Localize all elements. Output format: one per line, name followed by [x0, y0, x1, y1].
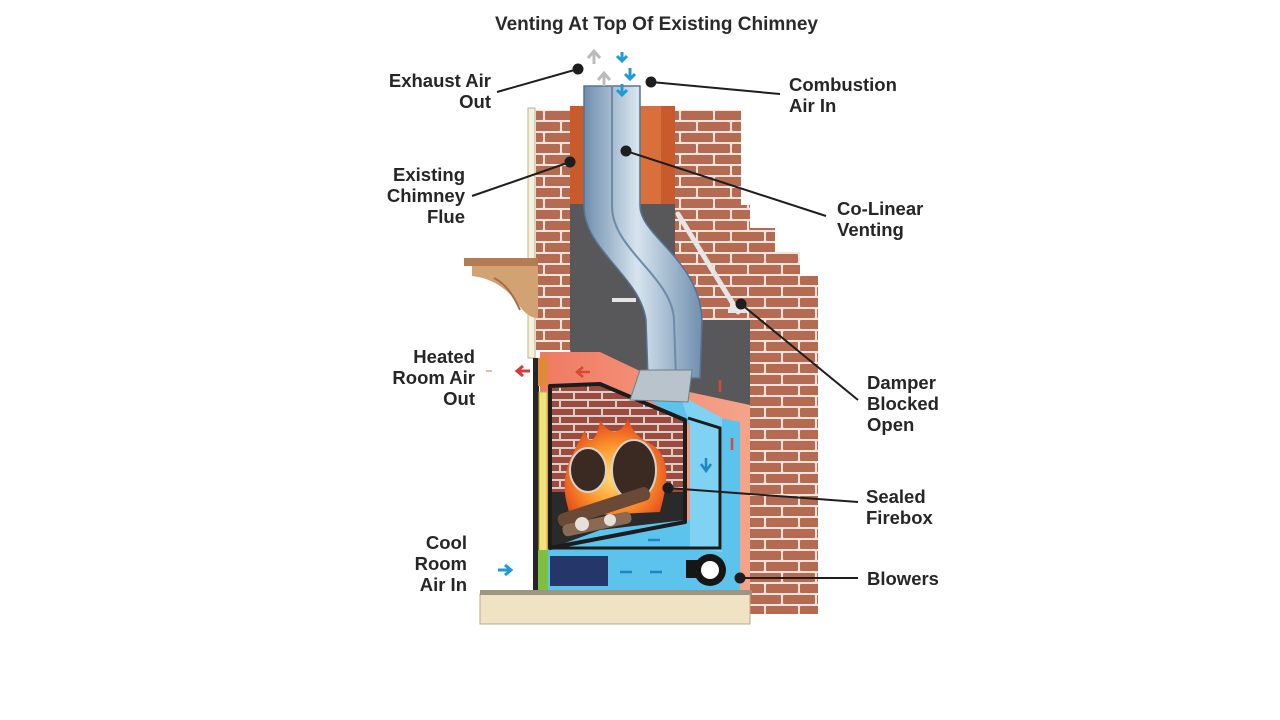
fire-and-logs	[557, 418, 667, 537]
chimney-right-upper-wall	[675, 110, 741, 205]
label-existing-chimney-flue: Existing Chimney Flue	[386, 164, 465, 227]
diagram-title: Venting At Top Of Existing Chimney	[494, 14, 818, 35]
leader-firebox	[667, 487, 859, 503]
damper	[612, 211, 748, 315]
upper-louvre	[538, 358, 548, 386]
co-linear-venting-pipes	[583, 85, 703, 403]
blower-unit	[550, 554, 726, 586]
mantel-shelf	[464, 258, 538, 318]
leader-flue	[471, 161, 571, 197]
heated-out-arrow	[514, 364, 530, 378]
wall-edge	[527, 107, 536, 359]
label-cool-room-air-in: Cool Room Air In	[414, 532, 467, 595]
leader-damper	[740, 303, 859, 401]
vent-pipe-inner-seam	[611, 86, 677, 379]
exhaust-arrow	[586, 48, 602, 64]
glass-door-frame	[533, 358, 548, 590]
hearth	[479, 593, 751, 625]
combustion-arrow	[615, 52, 629, 64]
cool-air-rear-duct	[680, 395, 722, 552]
cool-in-arrow	[498, 563, 514, 577]
label-sealed-firebox: Sealed Firebox	[866, 486, 933, 528]
label-damper-blocked-open: Damper Blocked Open	[867, 372, 939, 435]
label-blowers: Blowers	[867, 568, 939, 589]
label-exhaust-air-out: Exhaust Air Out	[388, 70, 491, 112]
label-combustion-air-in: Combustion Air In	[789, 74, 897, 116]
airflow-arrows	[486, 48, 734, 577]
leader-lines	[471, 63, 859, 584]
lower-louvre	[538, 550, 548, 590]
label-co-linear-venting: Co-Linear Venting	[837, 198, 924, 240]
vent-pipe-outer	[583, 85, 703, 379]
leader-colinear	[625, 150, 827, 217]
firebox-outline	[548, 382, 687, 550]
leader-exhaust	[496, 68, 579, 93]
leader-combustion	[650, 81, 781, 95]
chimney-right-stepped-wall	[675, 205, 818, 614]
label-heated-room-air-out: Heated Room Air Out	[392, 346, 475, 409]
vent-collar	[629, 369, 693, 403]
